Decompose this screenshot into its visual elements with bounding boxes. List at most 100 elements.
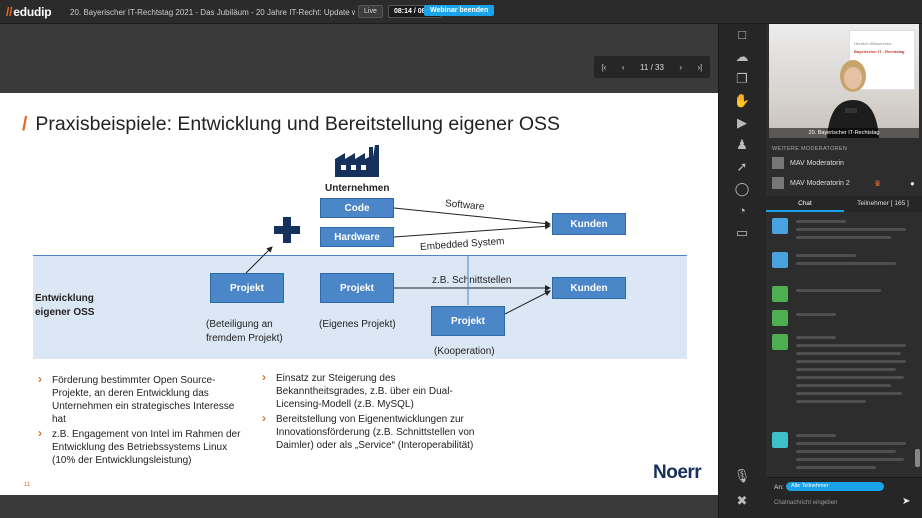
title-accent-mark: /: [22, 113, 28, 135]
end-webinar-button[interactable]: Webinar beenden: [424, 5, 495, 16]
last-slide-button[interactable]: ›|: [697, 62, 703, 72]
slide-counter: 11 / 33: [640, 62, 664, 72]
eigenes-projekt-label: (Eigenes Projekt): [319, 319, 396, 330]
blurred-text: [796, 360, 906, 363]
folder-icon[interactable]: □: [738, 27, 746, 42]
beteiligung-label-line2: fremdem Projekt): [206, 333, 283, 344]
kooperation-label: (Kooperation): [434, 346, 495, 357]
slide-page-number: 11: [24, 482, 31, 488]
projekt-box-2: Projekt: [320, 273, 394, 303]
slide-title: / Praxisbeispiele: Entwicklung und Bereit…: [22, 113, 560, 136]
band-label-line1: Entwicklung: [35, 293, 94, 304]
blurred-text: [796, 336, 836, 339]
moderator-item[interactable]: MAV Moderatorin 2 ♛ ●: [772, 174, 918, 192]
recipient-select[interactable]: Alle Teilnehmer: [786, 482, 884, 491]
chat-message: [770, 308, 914, 326]
moderator-item[interactable]: MAV Moderatorin: [772, 154, 918, 172]
left-bullet-item: Förderung bestimmter Open Source-Projekt…: [36, 373, 246, 426]
kunden-box-bottom: Kunden: [552, 277, 626, 299]
blurred-text: [796, 228, 906, 231]
band-label-line2: eigener OSS: [35, 307, 95, 318]
record-icon[interactable]: ◯: [734, 181, 750, 196]
blurred-text: [796, 313, 836, 316]
avatar: [772, 252, 788, 268]
noerr-logo: Noerr: [653, 462, 702, 483]
chat-composer: An: Alle Teilnehmer Chatnachricht eingeb…: [766, 477, 922, 518]
kunden-box-top: Kunden: [552, 213, 626, 235]
blurred-text: [796, 368, 896, 371]
chat-message: [770, 216, 914, 246]
poll-icon[interactable]: ◔: [738, 203, 746, 218]
left-bullet-item: z.B. Engagement von Intel im Rahmen der …: [36, 427, 246, 467]
avatar: [772, 157, 784, 169]
right-panel: Herzlich Willkommen Bayerischer IT - Rec…: [766, 24, 922, 518]
presentation-stage: |‹ ‹ 11 / 33 › ›| / Praxisbeispiele: Entw…: [0, 24, 718, 518]
presenter-camera: Herzlich Willkommen Bayerischer IT - Rec…: [769, 24, 919, 138]
blurred-text: [796, 376, 904, 379]
blurred-text: [796, 254, 856, 257]
moderators-section-title: WEITERE MODERATOREN: [772, 146, 848, 152]
microphone-icon[interactable]: 🎙: [733, 468, 751, 483]
pointer-icon[interactable]: ➚: [736, 159, 748, 174]
unternehmen-label: Unternehmen: [325, 183, 390, 194]
live-badge: Live: [358, 5, 383, 18]
avatar: [772, 177, 784, 189]
factory-icon: [335, 145, 379, 177]
edudip-logo: //edudip: [6, 5, 52, 19]
tab-participants[interactable]: Teilnehmer [ 165 ]: [857, 200, 909, 207]
video-icon[interactable]: ▶: [737, 115, 747, 130]
slide-pager: |‹ ‹ 11 / 33 › ›|: [594, 56, 710, 78]
plus-icon: [274, 217, 300, 243]
right-bullet-item: Bereitstellung von Eigenentwicklungen zu…: [260, 412, 475, 452]
settings-tools-icon[interactable]: ✖: [736, 493, 748, 508]
avatar: [772, 218, 788, 234]
chat-scrollbar[interactable]: [915, 449, 920, 467]
moderator-name: MAV Moderatorin 2: [790, 179, 850, 187]
chat-input[interactable]: Chatnachricht eingeben: [774, 500, 838, 506]
documents-icon[interactable]: ❐: [736, 71, 748, 86]
panel-tabs: Chat Teilnehmer [ 165 ]: [766, 196, 922, 212]
next-slide-button[interactable]: ›: [679, 62, 683, 72]
chat-message: [770, 430, 914, 470]
present-icon[interactable]: ▭: [735, 225, 749, 240]
presentation-slide: / Praxisbeispiele: Entwicklung und Bereit…: [0, 93, 718, 495]
oss-band: [33, 255, 687, 359]
blurred-text: [796, 262, 896, 265]
tab-chat[interactable]: Chat: [766, 196, 844, 212]
blurred-text: [796, 352, 901, 355]
slide-title-text: Praxisbeispiele: Entwicklung und Bereits…: [35, 113, 561, 135]
upload-cloud-icon[interactable]: ☁: [735, 49, 749, 64]
chat-list: [770, 214, 918, 472]
banner-text-2: Bayerischer IT - Rechtstag: [854, 49, 905, 54]
first-slide-button[interactable]: |‹: [601, 62, 607, 72]
blurred-text: [796, 289, 881, 292]
mic-icon[interactable]: ●: [910, 178, 915, 188]
blurred-text: [796, 400, 866, 403]
code-box: Code: [320, 198, 394, 218]
moderator-name: MAV Moderatorin: [790, 159, 844, 167]
blurred-text: [796, 220, 846, 223]
right-bullet-item: Einsatz zur Steigerung des Bekanntheitsg…: [260, 371, 475, 411]
right-bullet-list: Einsatz zur Steigerung des Bekanntheitsg…: [260, 371, 475, 454]
projekt-box-3: Projekt: [431, 306, 505, 336]
chat-message: [770, 250, 914, 272]
prev-slide-button[interactable]: ‹: [621, 62, 625, 72]
blurred-text: [796, 392, 902, 395]
send-icon[interactable]: ➤: [902, 496, 911, 507]
blurred-text: [796, 384, 891, 387]
chat-message: [770, 284, 914, 302]
blurred-text: [796, 466, 876, 469]
crown-icon: ♛: [874, 178, 882, 188]
projekt-box-1: Projekt: [210, 273, 284, 303]
users-icon[interactable]: ♟: [736, 137, 748, 152]
hardware-box: Hardware: [320, 227, 394, 247]
blurred-text: [796, 458, 904, 461]
webinar-title: 20. Bayerischer IT-Rechtstag 2021 - Das …: [70, 8, 355, 17]
beteiligung-label-line1: (Beteiligung an: [206, 319, 273, 330]
blurred-text: [796, 236, 891, 239]
banner-text-1: Herzlich Willkommen: [854, 41, 892, 46]
presenter-figure: [827, 60, 879, 138]
hand-icon[interactable]: ✋: [733, 93, 751, 108]
blurred-text: [796, 442, 906, 445]
avatar: [772, 432, 788, 448]
